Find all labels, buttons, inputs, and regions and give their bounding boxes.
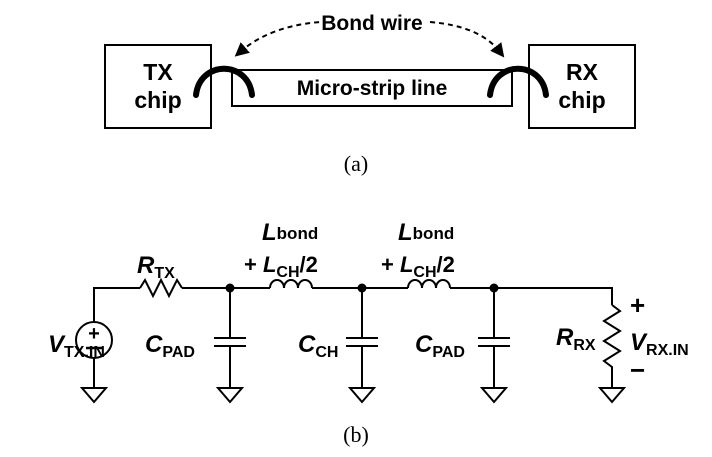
- ground-icon-cch: [347, 387, 377, 404]
- caption-a: (a): [344, 151, 368, 176]
- resistor-rrx: [602, 304, 622, 388]
- label-cpad-right: CPAD: [415, 331, 465, 361]
- bond-wire-arrow-right: [429, 21, 505, 58]
- tx-chip-label-2: chip: [134, 87, 181, 113]
- rx-chip-box: [528, 44, 636, 129]
- label-l1-line2: + LCH/2: [244, 252, 318, 281]
- label-l1-line1: Lbond: [262, 219, 318, 246]
- inductor-l2: [407, 279, 451, 289]
- caption-b: (b): [343, 422, 369, 447]
- label-l2-line2: + LCH/2: [381, 252, 455, 281]
- vrx-minus-sign: −: [630, 355, 645, 385]
- schematic-b: + VTX.IN RTX Lbond + LCH/2 Lbond + LCH/2…: [48, 219, 689, 447]
- tx-chip-box: [104, 44, 212, 129]
- label-l2-line1: Lbond: [398, 219, 454, 246]
- label-rtx: RTX: [137, 252, 175, 282]
- label-cch: CCH: [298, 331, 338, 361]
- ground-icon-cpad-left: [215, 387, 245, 404]
- wire-source-top: [93, 287, 140, 322]
- label-vrx: VRX.IN: [630, 329, 689, 359]
- bond-wire-right: [487, 65, 549, 98]
- ground-icon-cpad-right: [479, 387, 509, 404]
- diagram-a: TX chip RX chip Micro-strip line Bond wi…: [104, 12, 636, 176]
- tx-chip-label-1: TX: [143, 59, 173, 85]
- vrx-plus-sign: +: [630, 290, 645, 320]
- bond-wire-label: Bond wire: [321, 12, 423, 35]
- capacitor-cpad-left: [214, 288, 246, 388]
- bond-wire-left: [193, 65, 255, 98]
- bond-wire-arrow-left: [234, 21, 321, 57]
- rx-chip-label-1: RX: [566, 59, 599, 85]
- capacitor-cpad-right: [478, 288, 510, 388]
- ground-icon-source: [79, 387, 109, 404]
- microstrip-line: [231, 69, 513, 107]
- source-plus-sign: +: [88, 323, 100, 345]
- label-source: VTX.IN: [48, 331, 105, 361]
- label-cpad-left: CPAD: [145, 331, 195, 361]
- inductor-l1: [269, 279, 313, 289]
- ground-icon-rrx: [597, 387, 627, 404]
- wire-node3: [450, 287, 613, 305]
- rx-chip-label-2: chip: [558, 87, 605, 113]
- microstrip-label: Micro-strip line: [297, 77, 448, 100]
- label-rrx: RRX: [556, 324, 596, 354]
- capacitor-cch: [346, 288, 378, 388]
- resistor-rtx: [139, 277, 183, 299]
